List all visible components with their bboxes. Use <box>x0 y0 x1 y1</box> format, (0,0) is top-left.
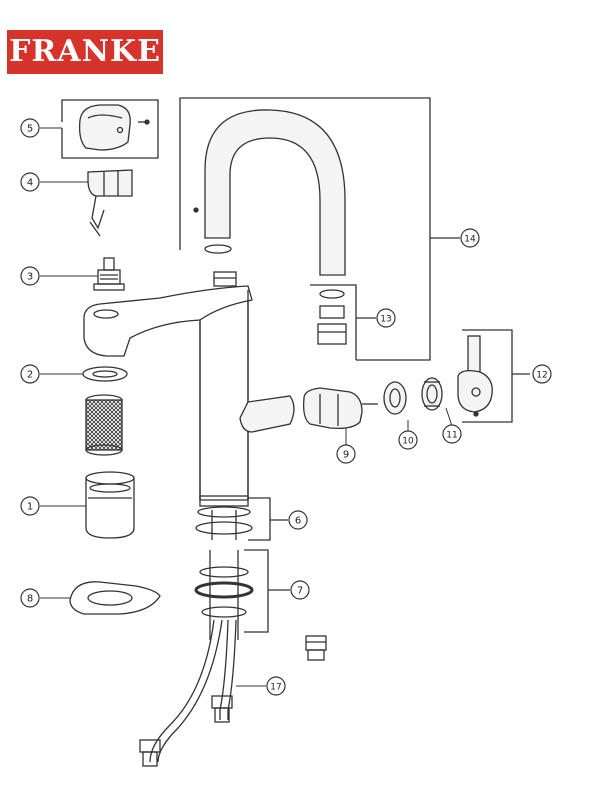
part-9-cartridge <box>302 387 378 430</box>
callout-circle <box>336 444 356 464</box>
callout-label: 11 <box>446 431 457 441</box>
part-5-cap <box>61 99 159 159</box>
callout-c8: 8 <box>20 588 40 608</box>
callout-circle <box>460 228 480 248</box>
callout-c6: 6 <box>288 510 308 530</box>
tap-body <box>83 271 295 507</box>
part-6-washers <box>195 497 288 541</box>
callout-c1: 1 <box>20 496 40 516</box>
part-10-ring <box>383 381 407 415</box>
supply-hoses <box>139 619 237 767</box>
callout-circle <box>20 496 40 516</box>
callout-c11: 11 <box>442 424 462 444</box>
callout-label: 6 <box>295 516 301 527</box>
callout-c2: 2 <box>20 364 40 384</box>
leader-lines <box>40 127 453 687</box>
callout-label: 2 <box>27 370 33 381</box>
callout-label: 7 <box>297 586 303 597</box>
callout-circle <box>20 266 40 286</box>
callout-c14: 14 <box>460 228 480 248</box>
part-14-spout <box>179 97 460 361</box>
callout-c10: 10 <box>398 430 418 450</box>
callout-circle <box>442 424 462 444</box>
callout-circle <box>20 364 40 384</box>
brand-name: FRANKE <box>9 34 161 69</box>
callout-c7: 7 <box>290 580 310 600</box>
part-7-mounting-kit <box>194 549 290 640</box>
callout-label: 10 <box>402 437 414 447</box>
callout-c3: 3 <box>20 266 40 286</box>
franke-logo: FRANKE <box>7 30 163 74</box>
callout-label: 8 <box>27 594 33 605</box>
callout-circle <box>398 430 418 450</box>
callout-circle <box>376 308 396 328</box>
callout-label: 3 <box>27 272 33 283</box>
part-1-sleeve <box>85 471 135 539</box>
callout-circle <box>532 364 552 384</box>
callout-label: 12 <box>536 371 547 381</box>
callout-c9: 9 <box>336 444 356 464</box>
callout-label: 1 <box>27 502 33 513</box>
callout-c12: 12 <box>532 364 552 384</box>
callout-label: 4 <box>27 178 33 189</box>
callout-label: 13 <box>380 315 391 325</box>
part-17-connector <box>305 635 327 661</box>
part-8-base-gasket <box>69 581 161 615</box>
part-4-lever-insert <box>87 169 133 237</box>
part-2-washer <box>82 366 128 382</box>
part-13-aerator <box>310 284 376 360</box>
part-11-nut <box>421 377 443 411</box>
callout-circle <box>266 676 286 696</box>
callout-label: 9 <box>343 450 349 461</box>
callout-circle <box>290 580 310 600</box>
callout-label: 14 <box>464 235 476 245</box>
callout-circle <box>20 588 40 608</box>
callout-circle <box>20 118 40 138</box>
callout-c17: 17 <box>266 676 286 696</box>
callout-label: 17 <box>270 683 281 693</box>
part-3-valve-stem <box>93 257 125 291</box>
part-12-lever-handle <box>457 329 530 423</box>
callout-label: 5 <box>27 124 33 135</box>
callout-circle <box>288 510 308 530</box>
callout-c13: 13 <box>376 308 396 328</box>
callout-circle <box>20 172 40 192</box>
filter-mesh <box>85 394 123 456</box>
callout-c5: 5 <box>20 118 40 138</box>
callout-c4: 4 <box>20 172 40 192</box>
